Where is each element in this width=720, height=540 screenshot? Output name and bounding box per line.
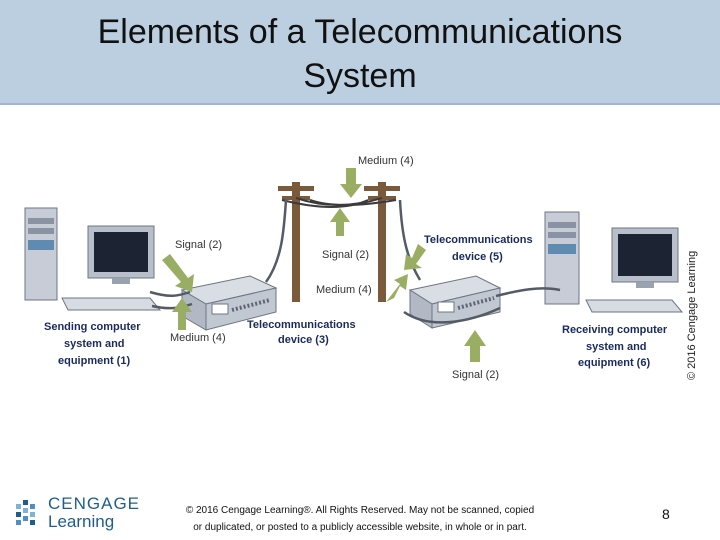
label-telecom-device-5-line2: device (5)	[452, 251, 503, 263]
cengage-logo: CENGAGE Learning	[14, 494, 154, 536]
label-signal-mid: Signal (2)	[322, 249, 369, 261]
copyright-notice: © 2016 Cengage Learning®. All Rights Res…	[160, 502, 560, 536]
cables	[149, 199, 561, 324]
telecom-device-5	[408, 275, 502, 329]
cengage-logo-icon	[16, 500, 35, 525]
slide-title: Elements of a Telecommunications System	[0, 10, 720, 98]
arrow-signal-bottom	[464, 330, 486, 362]
copyright-line2: or duplicated, or posted to a publicly a…	[193, 522, 527, 533]
label-sending-line1: Sending computer	[44, 321, 141, 333]
slide-title-line2: System	[303, 57, 417, 95]
arrow-medium-bottom-left	[172, 298, 192, 330]
label-medium-mid: Medium (4)	[316, 284, 372, 296]
label-telecom-device-3-line2: device (3)	[278, 334, 329, 346]
label-telecom-device-3-line1: Telecommunications	[247, 319, 356, 331]
telecom-diagram: Medium (4) Signal (2) Signal (2) Telecom…	[0, 140, 720, 390]
telecom-device-3	[180, 275, 278, 331]
arrow-device-5	[404, 244, 426, 270]
label-sending-line2: system and	[64, 338, 125, 350]
label-telecom-device-5-line1: Telecommunications	[424, 234, 533, 246]
label-sending-line3: equipment (1)	[58, 355, 130, 367]
utility-poles	[278, 182, 400, 302]
arrow-medium-top	[340, 168, 362, 198]
label-receiving-line1: Receiving computer	[562, 324, 668, 336]
title-bar	[0, 0, 720, 105]
label-medium-top: Medium (4)	[358, 155, 414, 167]
diagram-credit: © 2016 Cengage Learning	[686, 250, 698, 380]
copyright-line1: © 2016 Cengage Learning®. All Rights Res…	[185, 505, 535, 516]
slide-title-line1: Elements of a Telecommunications	[97, 13, 623, 51]
sending-computer	[24, 207, 162, 311]
label-signal-bottom: Signal (2)	[452, 369, 499, 381]
arrow-signal-left	[162, 254, 194, 292]
logo-text-bottom: Learning	[48, 512, 115, 531]
label-signal-left: Signal (2)	[175, 239, 222, 251]
receiving-computer	[544, 211, 684, 313]
label-receiving-line2: system and	[586, 341, 647, 353]
label-receiving-line3: equipment (6)	[578, 357, 650, 369]
page-number: 8	[662, 506, 670, 522]
logo-text-top: CENGAGE	[48, 494, 141, 513]
telecom-diagram-svg: Medium (4) Signal (2) Signal (2) Telecom…	[24, 155, 684, 381]
arrow-medium-mid	[386, 274, 408, 302]
arrow-signal-mid	[330, 208, 350, 236]
arrows	[162, 168, 486, 362]
label-medium-bottom-left: Medium (4)	[170, 332, 226, 344]
